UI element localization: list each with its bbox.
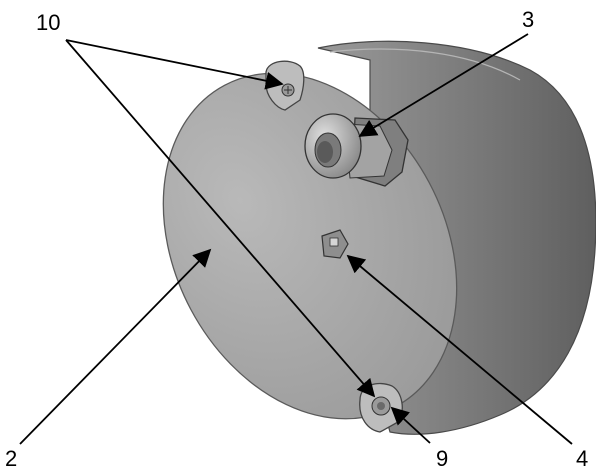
callout-4: 4 xyxy=(576,446,588,471)
leader-9 xyxy=(390,406,431,444)
leader-4 xyxy=(346,254,573,445)
leader-10a xyxy=(65,39,284,90)
callout-10: 10 xyxy=(36,10,60,35)
leader-3 xyxy=(358,33,529,137)
callout-3: 3 xyxy=(522,7,534,32)
cable-gland xyxy=(304,113,409,187)
small-connector xyxy=(321,229,349,259)
leader-2 xyxy=(19,248,212,445)
leader-10b xyxy=(65,39,376,398)
callout-9: 9 xyxy=(436,446,448,471)
callout-2: 2 xyxy=(5,446,17,471)
leader-lines xyxy=(19,33,573,445)
